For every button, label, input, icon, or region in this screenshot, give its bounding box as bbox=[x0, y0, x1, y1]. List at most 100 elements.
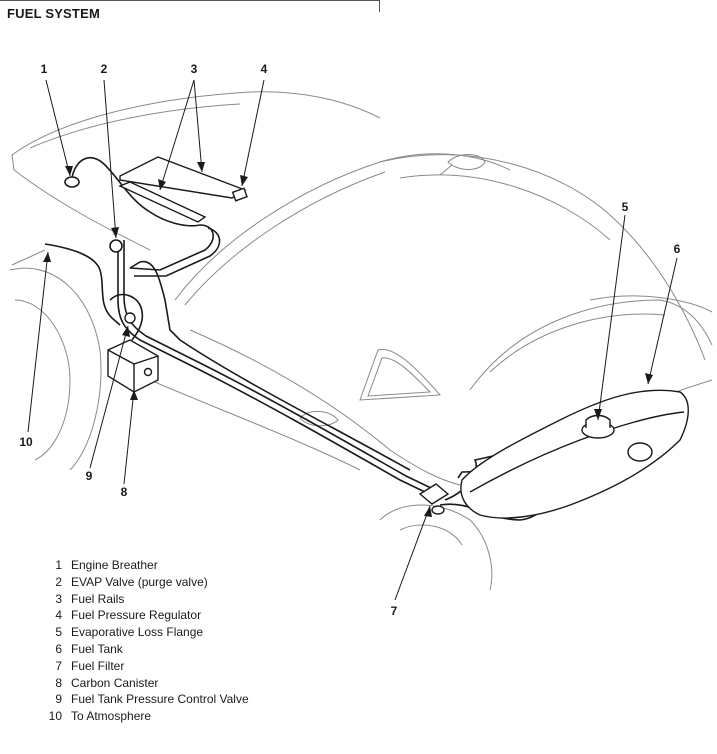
callout-4: 4 bbox=[260, 62, 268, 76]
legend-item: 8 Carbon Canister bbox=[40, 675, 249, 692]
carbon-canister bbox=[107, 339, 159, 393]
legend-number: 8 bbox=[55, 675, 62, 690]
door-mirror bbox=[447, 154, 486, 170]
leader-3b bbox=[193, 79, 203, 173]
callout-6: 6 bbox=[673, 242, 681, 256]
leader-1 bbox=[45, 79, 71, 177]
evap-valve bbox=[109, 239, 123, 253]
title-rule-vertical bbox=[379, 0, 380, 12]
legend-item: 7 Fuel Filter bbox=[40, 658, 249, 675]
callout-5: 5 bbox=[621, 200, 629, 214]
rail-feed bbox=[129, 224, 214, 271]
legend-item: 1 Engine Breather bbox=[40, 557, 249, 574]
leader-10 bbox=[27, 251, 49, 433]
leader-8 bbox=[123, 389, 135, 485]
front-wheel-arch bbox=[9, 267, 102, 471]
arrow-1 bbox=[65, 166, 73, 176]
leader-3a bbox=[159, 79, 195, 191]
legend-number: 3 bbox=[55, 591, 62, 606]
legend-item: 6 Fuel Tank bbox=[40, 641, 249, 658]
leader-lines bbox=[27, 79, 678, 601]
car-body-outline bbox=[9, 91, 713, 591]
legend-label: Evaporative Loss Flange bbox=[71, 625, 204, 640]
title-rule bbox=[0, 0, 380, 1]
legend-label: Fuel Tank bbox=[71, 641, 123, 656]
legend-label: Engine Breather bbox=[71, 558, 158, 572]
legend-number: 1 bbox=[55, 558, 62, 572]
callout-1: 1 bbox=[40, 62, 48, 76]
fuel-rails bbox=[118, 156, 247, 223]
arrow-6 bbox=[645, 373, 653, 384]
engine-breather bbox=[64, 176, 80, 188]
side-window bbox=[359, 348, 442, 401]
windscreen-inner bbox=[184, 171, 386, 306]
front-bumper bbox=[11, 249, 46, 266]
legend-label: Fuel Tank Pressure Control Valve bbox=[71, 692, 249, 707]
leader-arrowheads bbox=[43, 162, 653, 517]
leader-6 bbox=[647, 257, 678, 385]
side-window-inner bbox=[367, 357, 432, 397]
canister-link bbox=[109, 293, 144, 341]
mirror-stem bbox=[439, 164, 453, 176]
arrow-3a bbox=[158, 179, 166, 190]
arrow-7 bbox=[424, 506, 432, 517]
leader-4 bbox=[241, 79, 265, 187]
leader-5 bbox=[597, 214, 626, 421]
legend-number: 10 bbox=[48, 709, 62, 724]
callout-9: 9 bbox=[85, 469, 93, 483]
door-handle bbox=[299, 411, 339, 427]
tank-filler bbox=[627, 442, 653, 462]
fuel-tank bbox=[460, 389, 689, 519]
fuel-pressure-regulator bbox=[231, 187, 248, 202]
body-sweep-lower bbox=[149, 379, 361, 471]
legend-number: 5 bbox=[55, 625, 62, 640]
legend-label: Fuel Rails bbox=[71, 591, 125, 606]
legend-item: 3 Fuel Rails bbox=[40, 591, 249, 608]
legend-label: EVAP Valve (purge valve) bbox=[71, 574, 208, 589]
legend-item: 10 To Atmosphere bbox=[40, 708, 249, 725]
legend-number: 4 bbox=[55, 608, 62, 623]
rear-window-inner bbox=[489, 313, 666, 373]
breather-hose bbox=[71, 156, 201, 227]
rear-window bbox=[469, 299, 713, 391]
arrow-9 bbox=[122, 326, 130, 337]
arrow-3b bbox=[197, 162, 205, 172]
arrow-8 bbox=[130, 390, 138, 400]
legend-label: Fuel Filter bbox=[71, 658, 125, 673]
arrow-2 bbox=[111, 227, 119, 238]
leader-7 bbox=[394, 505, 431, 601]
rail-feed-2 bbox=[134, 227, 221, 277]
legend-number: 6 bbox=[55, 641, 62, 656]
callout-8: 8 bbox=[120, 485, 128, 499]
callout-10: 10 bbox=[19, 435, 33, 449]
tank-seam bbox=[469, 411, 685, 493]
pressure-control-valve bbox=[124, 312, 136, 324]
callout-7: 7 bbox=[390, 604, 398, 618]
legend-item: 5 Evaporative Loss Flange bbox=[40, 624, 249, 641]
legend-number: 2 bbox=[55, 574, 62, 589]
legend-label: Carbon Canister bbox=[71, 675, 159, 690]
fuel-rail-lower bbox=[118, 181, 207, 223]
page-title: FUEL SYSTEM bbox=[7, 6, 100, 21]
roof-line-2 bbox=[399, 174, 611, 241]
legend-item: 4 Fuel Pressure Regulator bbox=[40, 607, 249, 624]
roof-line bbox=[379, 154, 706, 361]
legend-label: Fuel Pressure Regulator bbox=[71, 608, 202, 623]
legend-item: 9 Fuel Tank Pressure Control Valve bbox=[40, 691, 249, 708]
leader-2 bbox=[103, 79, 117, 239]
arrow-10 bbox=[43, 252, 51, 262]
legend: 1 Engine Breather 2 EVAP Valve (purge valv… bbox=[40, 557, 249, 725]
arrow-5 bbox=[594, 409, 602, 420]
rear-wheel-arch bbox=[379, 504, 493, 591]
bonnet-outline bbox=[11, 91, 381, 156]
legend-label: To Atmosphere bbox=[71, 709, 152, 724]
legend-item: 2 EVAP Valve (purge valve) bbox=[40, 574, 249, 591]
body-sweep bbox=[189, 329, 461, 486]
arrow-4 bbox=[240, 175, 248, 186]
leader-9 bbox=[89, 325, 129, 469]
main-line-a bbox=[117, 240, 426, 493]
legend-number: 9 bbox=[55, 692, 62, 707]
legend-number: 7 bbox=[55, 658, 62, 673]
main-line-c bbox=[129, 260, 411, 471]
